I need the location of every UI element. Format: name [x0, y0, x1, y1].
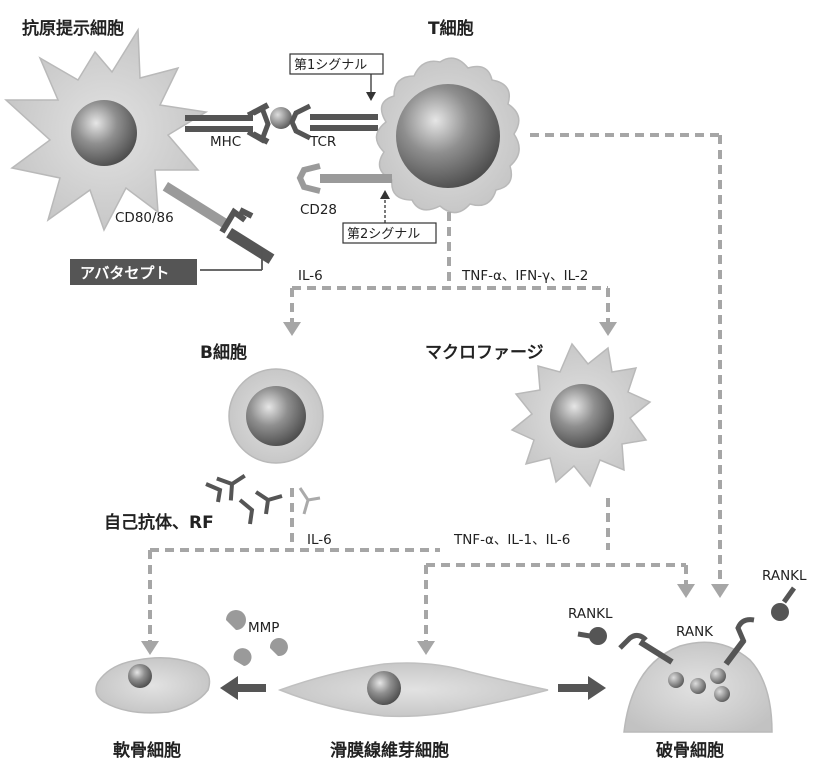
il6-from-tcell-label: IL-6 — [298, 268, 323, 284]
antibodies — [205, 473, 321, 525]
tcell-cytokine-arrows — [283, 133, 729, 598]
tnf-ifn-il2-label: TNF-α、IFN-γ、IL-2 — [461, 268, 588, 284]
antigen-peptide — [270, 107, 292, 129]
tcr-receptor — [289, 103, 378, 141]
bcell-label: B細胞 — [200, 342, 247, 363]
abatacept-molecule — [200, 207, 275, 271]
t-cell — [375, 57, 520, 214]
rankl-ligands — [577, 586, 797, 645]
macrophage — [510, 342, 652, 488]
tcell-label: T細胞 — [428, 18, 474, 39]
b-cell — [228, 368, 324, 464]
second-signal-label: 第2シグナル — [347, 227, 420, 242]
second-signal-box — [342, 222, 437, 244]
chondrocyte — [95, 657, 211, 714]
autoantibody-label: 自己抗体、RF — [104, 512, 214, 533]
apc-nucleus — [71, 100, 137, 166]
abatacept-box — [70, 259, 197, 285]
osteoclast — [623, 641, 773, 733]
cd28-label: CD28 — [300, 202, 337, 218]
first-signal-label: 第1シグナル — [294, 58, 367, 73]
tcell-nucleus — [396, 84, 500, 188]
tnf-il1-il6-label: TNF-α、IL-1、IL-6 — [453, 532, 570, 548]
cd28-receptor — [296, 163, 392, 194]
abatacept-label: アバタセプト — [80, 264, 169, 282]
synovial-fibroblast — [277, 662, 549, 718]
mmp-molecules — [226, 610, 288, 666]
macrophage-label: マクロファージ — [425, 343, 544, 363]
chondrocyte-nucleus — [128, 664, 152, 688]
synovial-label: 滑膜線維芽細胞 — [330, 740, 449, 761]
rankl-left-label: RANKL — [568, 606, 613, 622]
mhc-label: MHC — [210, 134, 241, 150]
il6-from-bcell-label: IL-6 — [307, 532, 332, 548]
first-signal-box — [289, 53, 384, 75]
antigen-presenting-cell — [4, 27, 209, 232]
mhc-receptor — [185, 102, 271, 145]
lower-cytokine-arrows — [141, 488, 695, 655]
tcr-label: TCR — [309, 134, 336, 150]
osteoclast-label: 破骨細胞 — [656, 740, 724, 761]
cd80-86-label: CD80/86 — [115, 210, 174, 226]
macrophage-nucleus — [550, 384, 614, 448]
rank-receptors — [618, 617, 755, 666]
rank-label: RANK — [676, 624, 714, 640]
solid-arrows — [220, 676, 606, 700]
bcell-nucleus — [246, 386, 306, 446]
chondrocyte-label: 軟骨細胞 — [113, 740, 181, 761]
rankl-right-label: RANKL — [762, 568, 807, 584]
apc-label: 抗原提示細胞 — [22, 18, 124, 39]
synovial-nucleus — [367, 671, 401, 705]
mmp-label: MMP — [248, 620, 279, 636]
cd80-86-ligand — [162, 182, 228, 228]
